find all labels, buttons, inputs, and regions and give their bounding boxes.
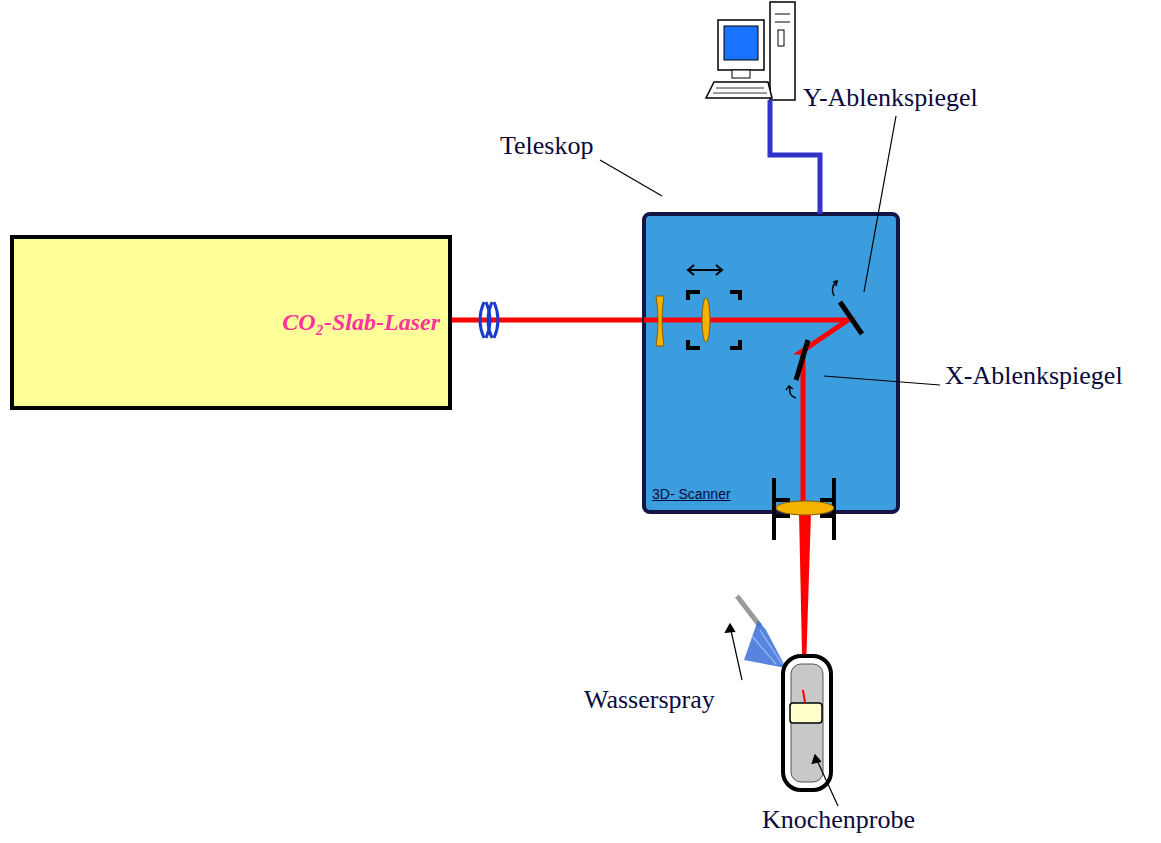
focus-lens <box>774 478 834 540</box>
water-spray <box>737 596 786 668</box>
beam-break-symbol <box>480 302 498 338</box>
laser-beam <box>644 320 848 700</box>
cable <box>770 100 820 214</box>
node-title: CO₂-Slab-Laser <box>282 309 440 336</box>
part-label: Wasserspray <box>584 686 715 715</box>
laser-box: CO₂-Slab-Laser <box>10 235 452 410</box>
part-label: Y-Ablenkspiegel <box>803 84 978 113</box>
part-label: Teleskop <box>500 132 594 161</box>
part-label: X-Ablenkspiegel <box>945 362 1123 391</box>
scanner-box: 3D- Scanner <box>642 212 900 514</box>
computer-icon <box>706 2 795 100</box>
part-label: Knochenprobe <box>762 806 915 835</box>
laser-beam <box>452 318 642 323</box>
bone-sample <box>783 656 831 790</box>
telescope <box>656 265 740 348</box>
x-mirror <box>786 340 808 398</box>
y-mirror <box>832 281 862 334</box>
node-title: 3D- Scanner <box>652 486 731 502</box>
